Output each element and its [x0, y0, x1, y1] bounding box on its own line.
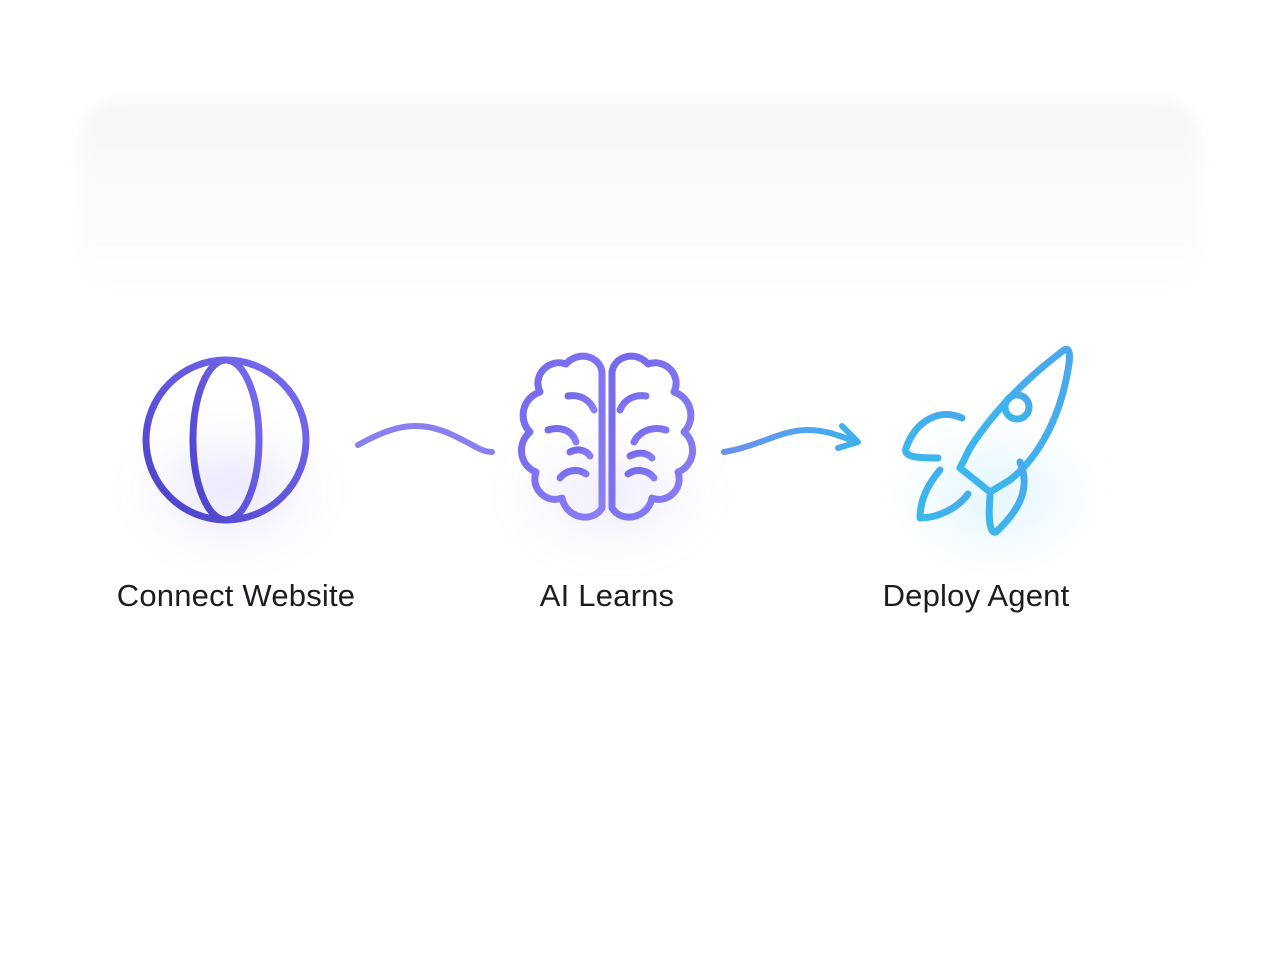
- rocket-icon: [902, 345, 1073, 536]
- connector-wave: [355, 422, 495, 455]
- step-label-connect-website: Connect Website: [116, 578, 356, 613]
- brain-icon: [518, 352, 696, 521]
- connector-arrow: [721, 423, 861, 455]
- background-haze: [80, 100, 1200, 300]
- step-label-ai-learns: AI Learns: [539, 578, 675, 613]
- step-label-deploy-agent: Deploy Agent: [882, 578, 1070, 613]
- globe-icon: [142, 356, 310, 524]
